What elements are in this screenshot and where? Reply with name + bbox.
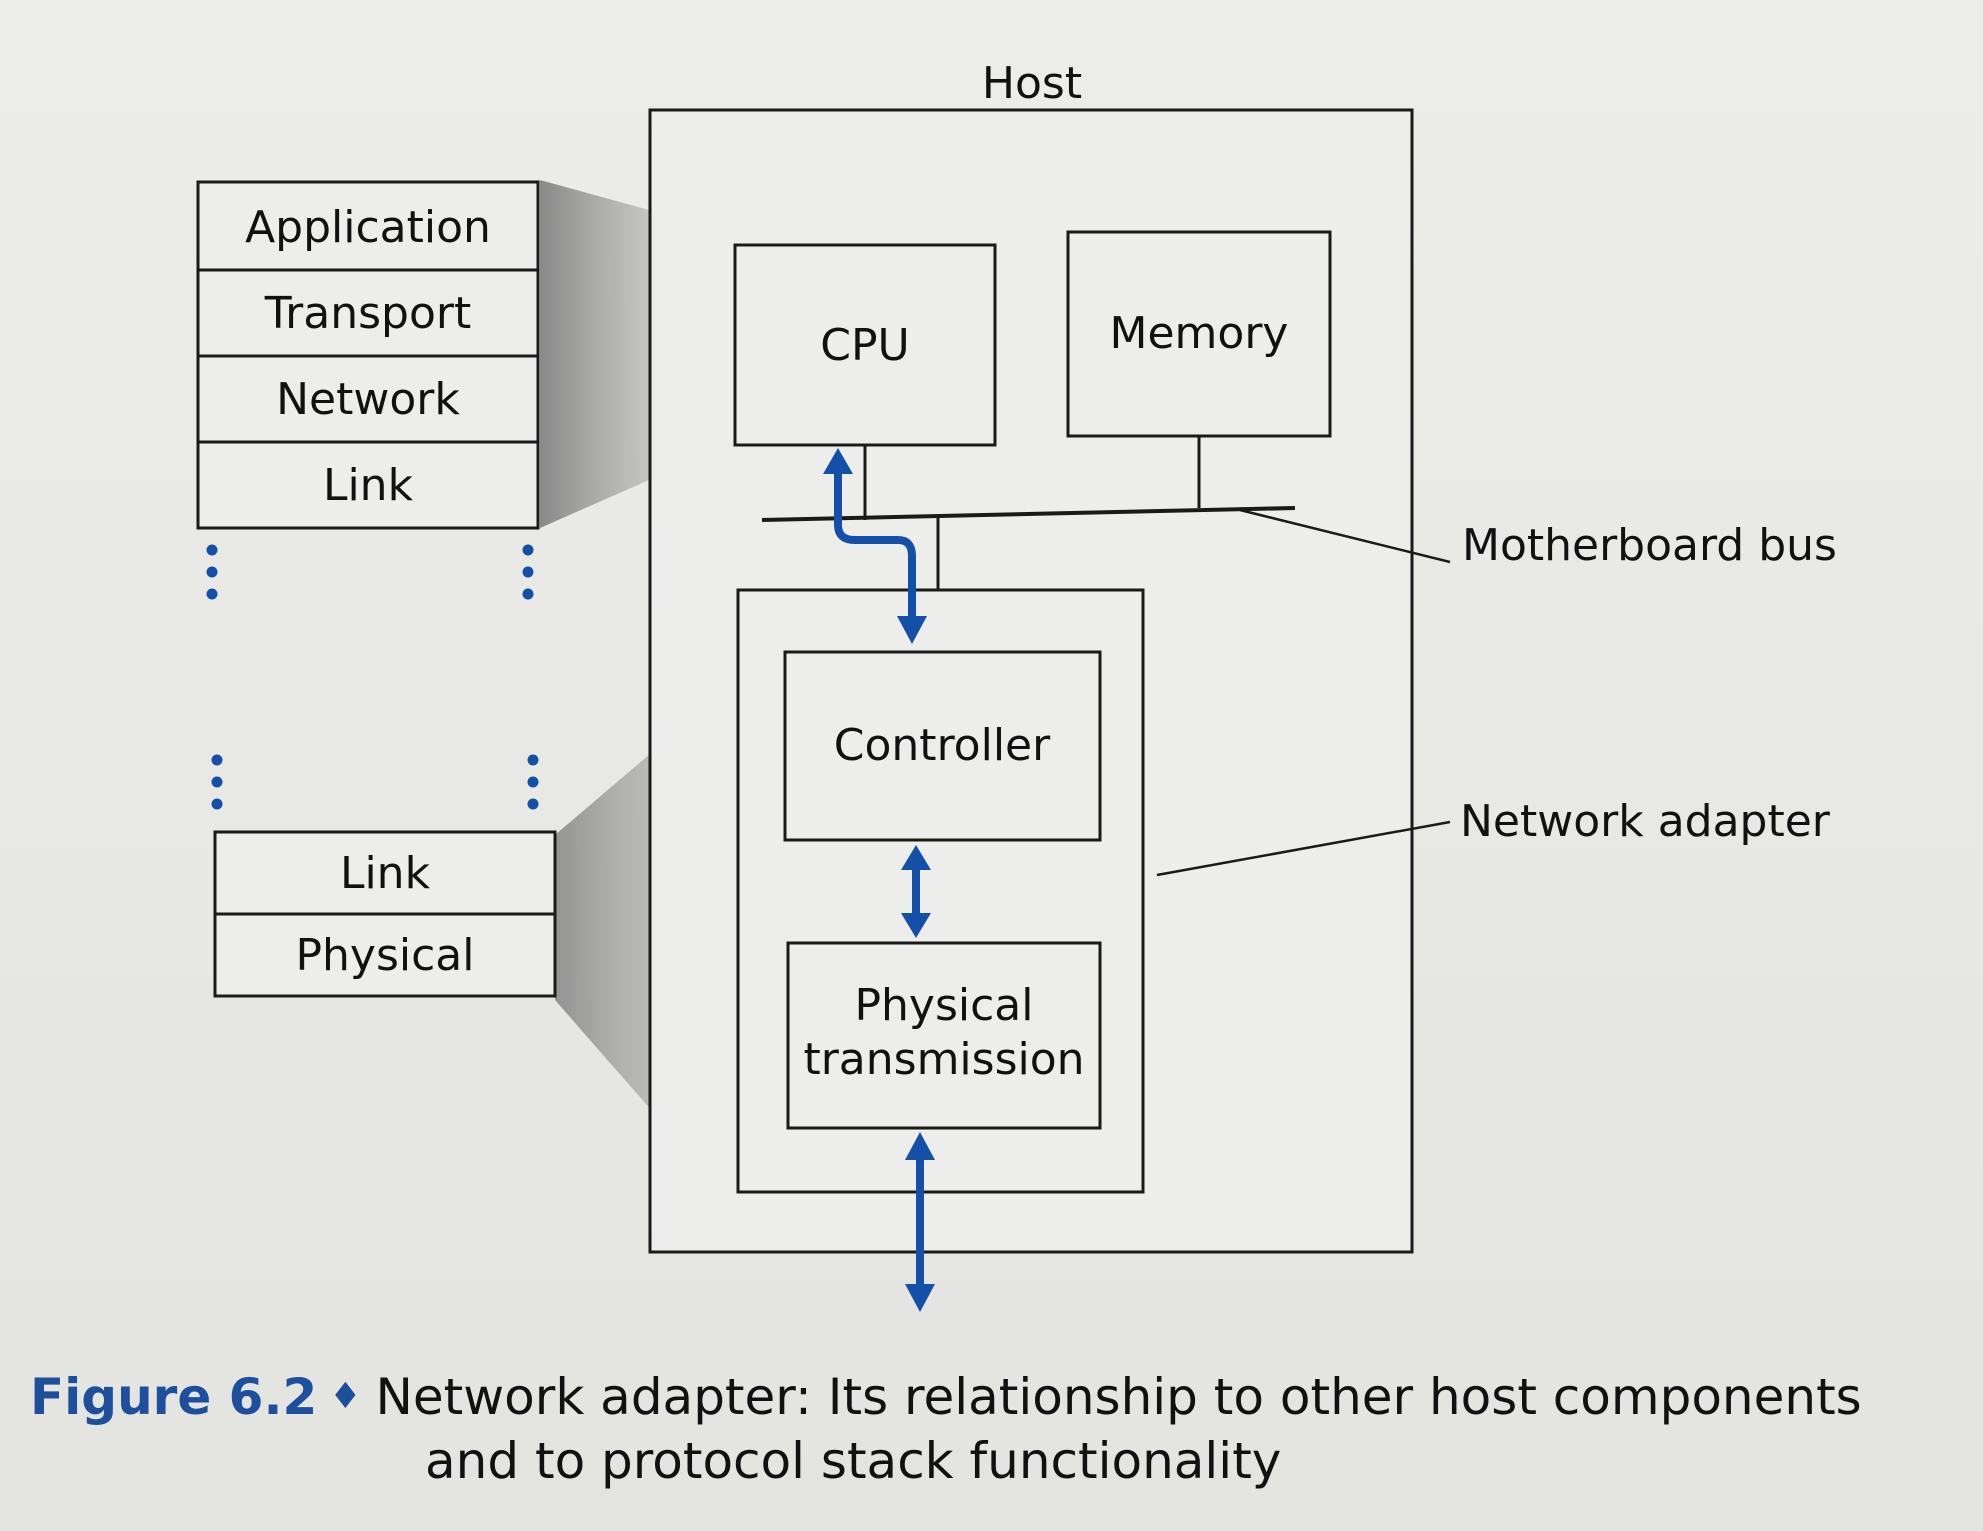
motherboard-bus-pointer	[1239, 508, 1451, 564]
network-adapter-diagram: Host CPU Memory Motherboard bus Network …	[196, 58, 1837, 1312]
stack-layer-transport	[196, 268, 540, 358]
stack-continuation-dots	[206, 544, 539, 810]
network-adapter-label: Network adapter	[1460, 796, 1831, 847]
motherboard-bus-label: Motherboard bus	[1462, 520, 1837, 571]
stack-layer-application	[196, 180, 540, 272]
lower-protocol-stack: Link Physical	[213, 830, 557, 998]
host-label: Host	[982, 58, 1082, 109]
controller-physical-arrow	[901, 845, 931, 938]
stack-layer-link-upper-label: Link	[323, 460, 414, 511]
stack-layer-physical-label: Physical	[296, 930, 475, 981]
upper-protocol-stack: Application Transport Network Link	[196, 180, 540, 530]
controller-box	[783, 650, 1102, 842]
memory-box	[1066, 230, 1332, 438]
physical-transmission-label-line1: Physical	[855, 980, 1034, 1031]
stack-layer-network	[196, 354, 540, 444]
controller-label: Controller	[834, 720, 1051, 771]
network-adapter-pointer	[1156, 820, 1451, 877]
physical-link-arrow	[905, 1132, 935, 1312]
stack-layer-physical	[213, 912, 557, 998]
memory-label: Memory	[1110, 308, 1289, 359]
physical-transmission-box	[786, 941, 1102, 1130]
motherboard-bus-line	[761, 506, 1296, 522]
cpu-label: CPU	[820, 320, 909, 371]
stack-layer-application-label: Application	[245, 202, 491, 253]
stack-layer-link-upper	[196, 440, 540, 530]
caption-separator-icon: ♦	[329, 1376, 362, 1417]
stack-layer-link-lower-label: Link	[340, 848, 431, 899]
stack-layer-transport-label: Transport	[264, 288, 471, 339]
cpu-box	[733, 243, 997, 447]
stack-layer-network-label: Network	[276, 374, 460, 425]
caption-line2: and to protocol stack functionality	[425, 1432, 1282, 1490]
cpu-adapter-arrow	[823, 448, 927, 644]
figure-caption: Figure 6.2 ♦ Network adapter: Its relation…	[30, 1365, 1970, 1493]
figure-number: Figure 6.2	[30, 1368, 318, 1426]
stack-layer-link-lower	[213, 830, 557, 916]
physical-transmission-label-line2: transmission	[803, 1034, 1084, 1085]
caption-line1: Network adapter: Its relationship to oth…	[375, 1368, 1862, 1426]
